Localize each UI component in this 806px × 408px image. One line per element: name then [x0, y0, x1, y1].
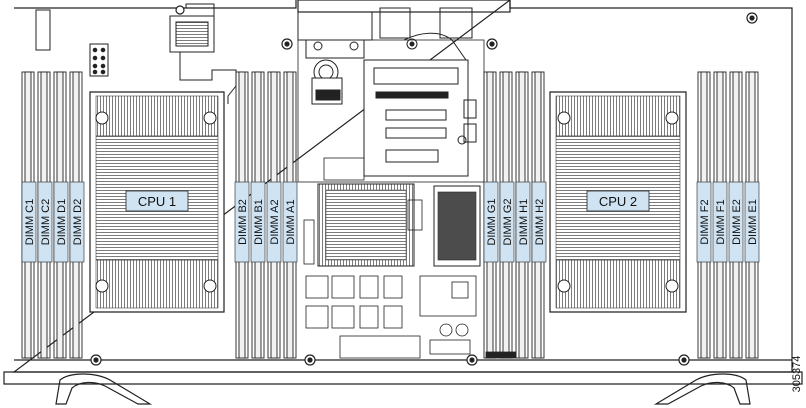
figure-id: 305374	[791, 356, 803, 393]
dimm-label-h1: DIMM H1	[518, 199, 530, 245]
dimm-label-c1: DIMM C1	[24, 199, 36, 245]
left-ejector-lever[interactable]	[55, 373, 153, 405]
dimm-label-g1: DIMM G1	[486, 198, 498, 245]
dimm-label-d2: DIMM D2	[72, 199, 84, 245]
cpu1-label-text: CPU 1	[138, 194, 176, 209]
mezzanine-card	[363, 59, 477, 177]
chipset-heatsink-right	[433, 185, 481, 267]
dimm-label-b2: DIMM B2	[237, 199, 249, 245]
dimm-label-g2: DIMM G2	[502, 198, 514, 245]
center-rear-mechanics	[297, 7, 485, 183]
dimm-label-h2: DIMM H2	[534, 199, 546, 245]
lower-center-components	[303, 157, 517, 359]
dimm-labels-bank-c-d: DIMM C1 DIMM C2 DIMM D1 DIMM D2	[21, 181, 85, 263]
dimm-label-a1: DIMM A1	[285, 199, 297, 244]
right-ejector-lever[interactable]	[653, 373, 751, 405]
top-left-connectors	[35, 3, 237, 104]
dimm-label-d1: DIMM D1	[56, 199, 68, 245]
dimm-label-e1: DIMM E1	[747, 199, 759, 245]
board-screws	[90, 5, 758, 366]
dimm-label-f1: DIMM F1	[715, 199, 727, 244]
dimm-label-c2: DIMM C2	[40, 199, 52, 245]
dimm-label-b1: DIMM B1	[253, 199, 265, 245]
dimm-labels-bank-b-a: DIMM B2 DIMM B1 DIMM A2 DIMM A1	[234, 181, 298, 263]
cpu2-label-text: CPU 2	[599, 194, 637, 209]
dimm-labels-bank-g-h: DIMM G1 DIMM G2 DIMM H1 DIMM H2	[483, 181, 547, 263]
dimm-label-f2: DIMM F2	[699, 199, 711, 244]
dimm-label-a2: DIMM A2	[269, 199, 281, 244]
dimm-label-e2: DIMM E2	[731, 199, 743, 245]
chipset-heatsink-left	[317, 183, 415, 267]
cpu1-label: CPU 1	[125, 190, 189, 212]
cpu2-label: CPU 2	[586, 190, 650, 212]
dimm-labels-bank-f-e: DIMM F2 DIMM F1 DIMM E2 DIMM E1	[696, 181, 760, 263]
